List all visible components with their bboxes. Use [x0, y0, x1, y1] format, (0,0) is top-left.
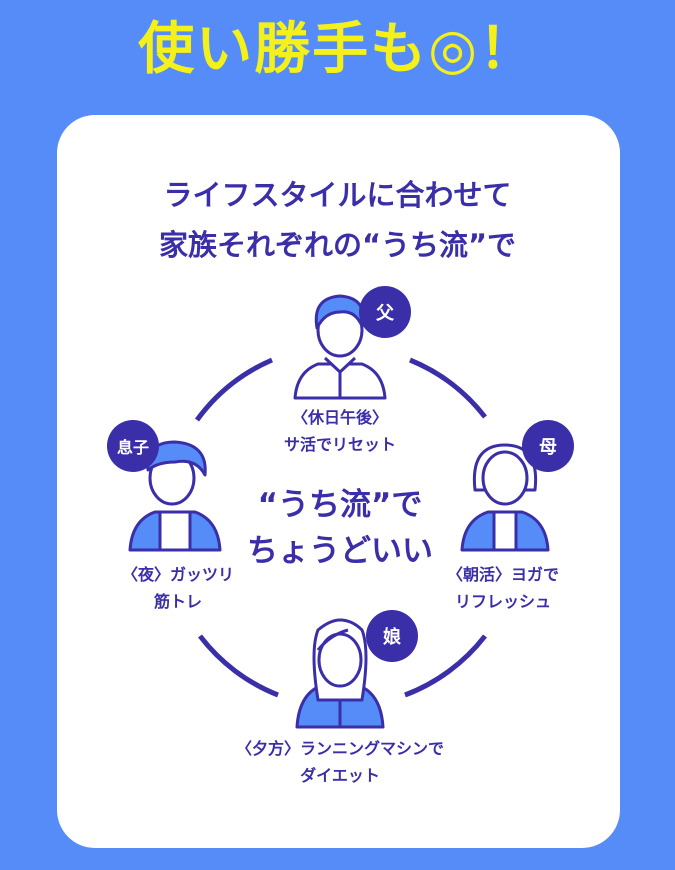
son-label: 〈夜〉ガッツリ 筋トレ	[48, 561, 308, 615]
heading-line-2: 家族それぞれの“うち流”で	[158, 228, 517, 262]
heading-line-1: ライフスタイルに合わせて	[163, 178, 512, 212]
arc-top-right	[409, 357, 487, 419]
mother-label-line-1: 〈朝活〉ヨガで	[446, 565, 559, 584]
father-badge: 父	[359, 286, 411, 338]
father-label-line-1: 〈休日午後〉	[291, 408, 388, 427]
father-label: 〈休日午後〉 サ活でリセット	[210, 404, 470, 458]
son-label-line-1: 〈夜〉ガッツリ	[121, 565, 234, 584]
arc-bottom-left	[198, 634, 279, 698]
mother-badge: 母	[522, 420, 574, 472]
father-figure-icon	[293, 294, 387, 400]
arc-top-left	[194, 357, 273, 422]
daughter-badge: 娘	[366, 610, 418, 662]
arc-bottom-right	[404, 634, 487, 698]
mother-figure-icon	[460, 443, 550, 552]
center-line-1: “うち流”で	[257, 487, 423, 523]
daughter-label-line-2: ダイエット	[300, 766, 380, 785]
center-message: “うち流”で ちょうどいい	[190, 482, 490, 574]
cycle-arcs	[194, 357, 487, 698]
father-label-line-2: サ活でリセット	[283, 435, 396, 454]
daughter-figure-icon	[295, 618, 385, 729]
mother-label-line-2: リフレッシュ	[454, 592, 551, 611]
daughter-label-line-1: 〈夕方〉ランニングマシンで	[235, 739, 444, 758]
son-label-line-2: 筋トレ	[153, 592, 202, 611]
daughter-label: 〈夕方〉ランニングマシンで ダイエット	[210, 735, 470, 789]
page-title: 使い勝手も◎！	[138, 17, 537, 82]
son-figure-icon	[128, 440, 222, 552]
mother-label: 〈朝活〉ヨガで リフレッシュ	[373, 561, 633, 615]
son-badge: 息子	[107, 420, 159, 472]
center-line-2: ちょうどいい	[247, 533, 433, 569]
